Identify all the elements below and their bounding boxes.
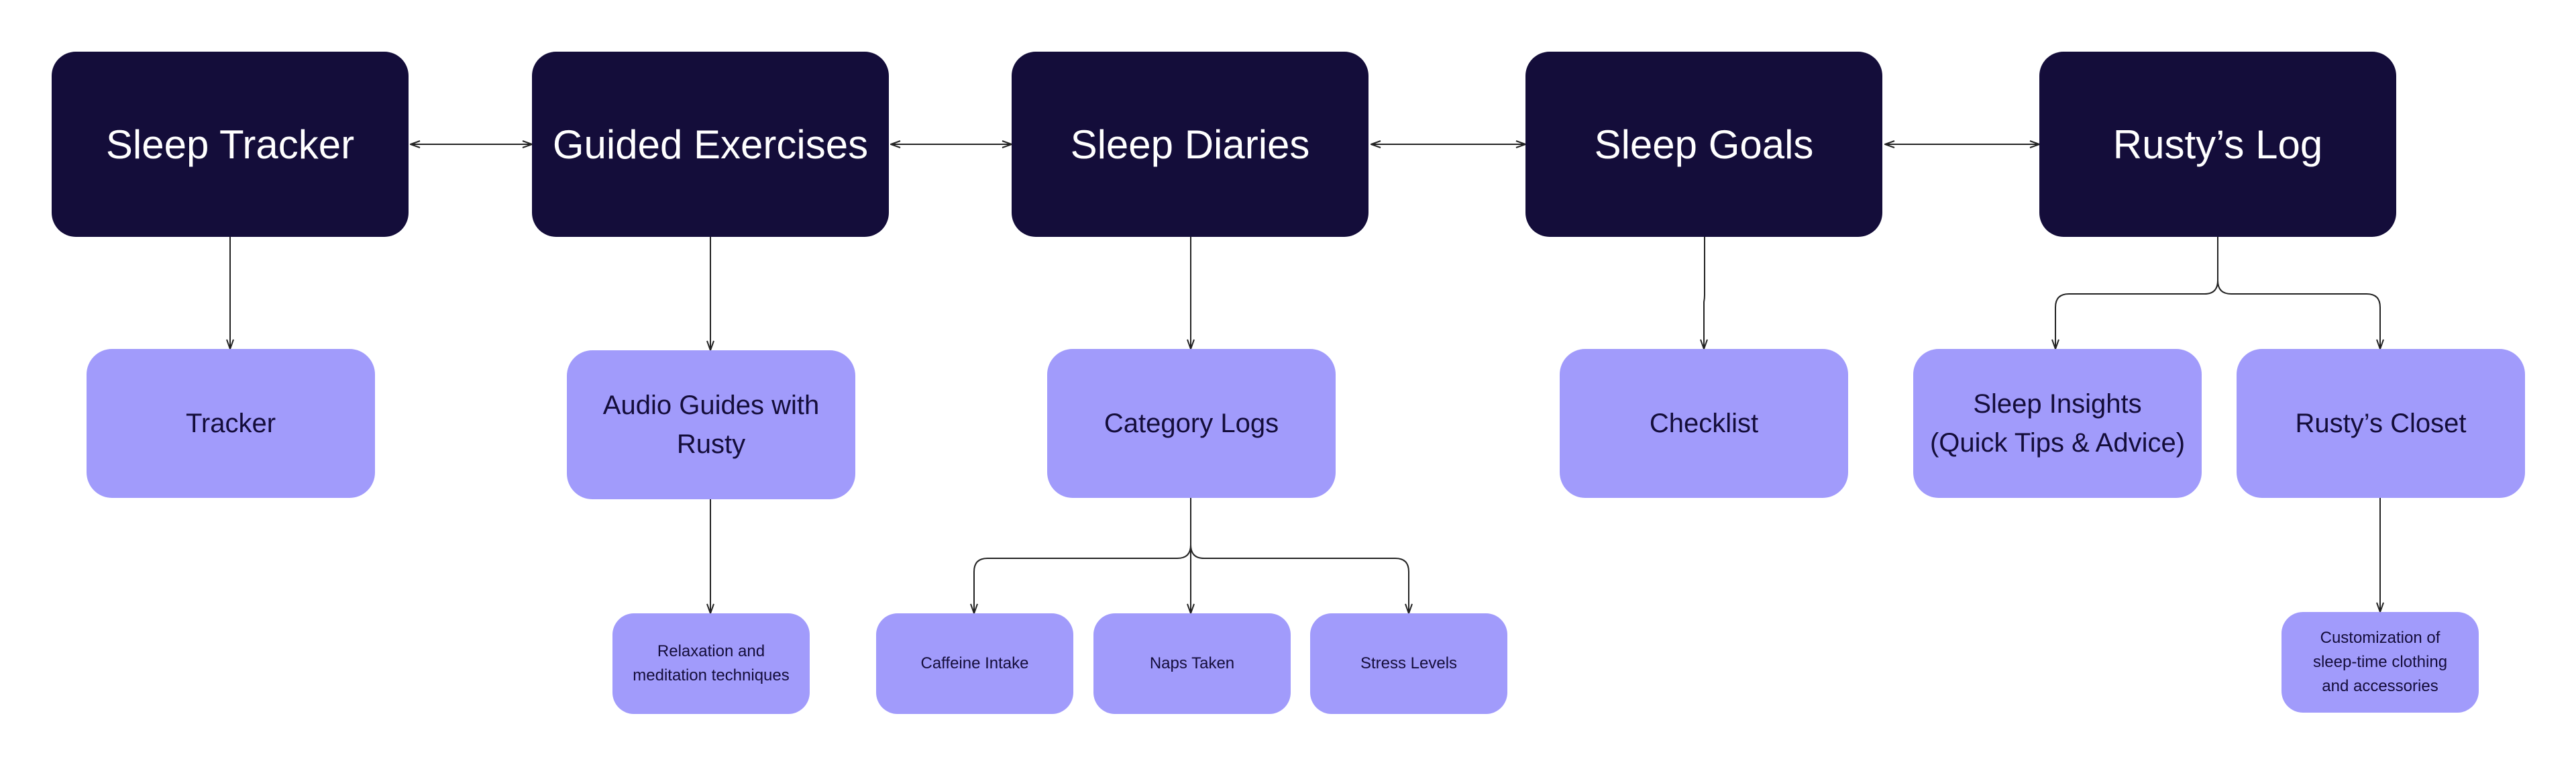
node-audio-guides-with-rusty: Audio Guides with Rusty — [567, 350, 855, 499]
node-sleep-tracker: Sleep Tracker — [52, 52, 409, 237]
node-caffeine-intake: Caffeine Intake — [876, 613, 1073, 714]
edge-sleep-goals-checklist — [1704, 237, 1705, 349]
node-category-logs: Category Logs — [1047, 349, 1336, 498]
node-tracker: Tracker — [87, 349, 375, 498]
node-relaxation-and-meditation: Relaxation and meditation techniques — [612, 613, 810, 714]
edge-rustys-log-rustys-closet — [2217, 280, 2380, 349]
node-sleep-diaries: Sleep Diaries — [1012, 52, 1368, 237]
node-guided-exercises: Guided Exercises — [532, 52, 889, 237]
edge-category-logs-stress — [1190, 544, 1409, 613]
node-rustys-log: Rusty’s Log — [2039, 52, 2396, 237]
node-naps-taken: Naps Taken — [1093, 613, 1291, 714]
node-stress-levels: Stress Levels — [1310, 613, 1507, 714]
node-sleep-goals: Sleep Goals — [1525, 52, 1882, 237]
edge-rustys-log-sleep-insights — [2055, 237, 2218, 349]
node-sleep-insights: Sleep Insights (Quick Tips & Advice) — [1913, 349, 2202, 498]
node-rustys-closet: Rusty’s Closet — [2237, 349, 2525, 498]
edge-category-logs-caffeine — [974, 498, 1191, 613]
node-checklist: Checklist — [1560, 349, 1848, 498]
node-customization-of-clothing: Customization of sleep-time clothing and… — [2282, 612, 2479, 713]
